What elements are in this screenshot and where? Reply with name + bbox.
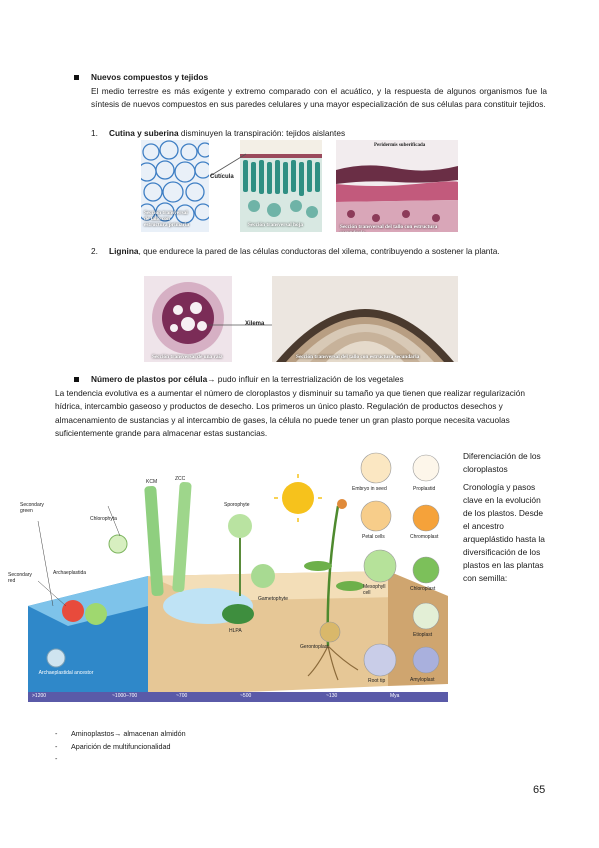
label-petal: Petal cells	[362, 534, 385, 540]
section2-arrow: →	[207, 374, 216, 384]
figure-side-title: Diferenciación de los cloroplastos	[463, 451, 541, 474]
bullet-dash: -	[55, 742, 58, 751]
page-number: 65	[533, 784, 546, 796]
plastid-evolution-figure: Secondary green Secondary red Chlorophyt…	[8, 446, 458, 708]
section2-title: Número de plastos por célula	[91, 374, 208, 384]
item2-number: 2.	[91, 246, 98, 256]
figure-side-text: Cronología y pasos clave en la evolución…	[463, 482, 545, 583]
bullet-multifunctionality: - Aparición de multifuncionalidad	[55, 742, 171, 751]
label-archaeplastida: Archaeplastida	[53, 570, 87, 576]
label-sporophyte: Sporophyte	[224, 502, 250, 508]
caption-periderm: Sección transversal del tallo con estruc…	[340, 224, 438, 232]
section2-bullet	[74, 377, 79, 382]
caption-leaf: Sección transversal hoja	[248, 222, 304, 228]
timeline-130: ~130	[326, 693, 338, 699]
item1-text: disminuyen la transpiración: tejidos ais…	[178, 128, 346, 138]
caption-stem-primary: Sección transversal de tallo con estruct…	[144, 210, 190, 228]
label-peridermis: Peridermis suberificada	[374, 143, 426, 148]
label-zcc: ZCC	[175, 476, 186, 482]
section1-paragraph: El medio terrestre es más exigente y ext…	[91, 86, 547, 110]
timeline-700: ~700	[176, 693, 188, 699]
label-roottip: Root tip	[368, 678, 386, 684]
xilema-pointer	[207, 324, 273, 326]
item1-bold: Cutina y suberina	[109, 128, 179, 138]
item2-text: , que endurece la pared de las células c…	[138, 246, 500, 256]
label-secondary-green: Secondary green	[20, 502, 44, 514]
label-ancestor: Archaeplastidal ancestor	[38, 670, 94, 676]
label-secondary-red: Secondary red	[8, 572, 32, 584]
label-etioplast: Etioplast	[413, 632, 433, 638]
label-cuticula: Cutícula	[210, 174, 234, 180]
item1: 1. Cutina y suberina disminuyen la transp…	[91, 127, 547, 140]
micrograph-root: Sección transversal de una raíz	[144, 276, 232, 362]
section2-paragraph: La tendencia evolutiva es a aumentar el …	[55, 388, 525, 439]
label-gametophyte: Gametophyte	[258, 596, 289, 602]
item2: 2. Lignina, que endurece la pared de las …	[91, 245, 547, 258]
label-embryo: Embryo in seed	[352, 486, 387, 492]
section1-title: Nuevos compuestos y tejidos	[91, 72, 209, 82]
section2-title-line: Número de plastos por célula→ pudo influ…	[91, 373, 404, 386]
label-chlorophyta: Chlorophyta	[90, 516, 117, 522]
label-chromoplast: Chromoplast	[410, 534, 439, 540]
label-kcm: KCM	[146, 479, 158, 485]
bullet-amyloplasts-rest: almacenan almidón	[121, 729, 186, 738]
cuticula-pointer	[209, 153, 247, 177]
label-xilema: Xilema	[245, 321, 265, 327]
bullet-dash: -	[55, 729, 58, 738]
bullet-empty: -	[55, 754, 57, 763]
label-amyloplast: Amyloplast	[410, 677, 435, 683]
bullet-arrow: →	[114, 729, 122, 738]
timeline-1000-700: ~1000–700	[112, 693, 138, 699]
bullet-amyloplasts: - Aminoplastos→ almacenan almidón	[55, 729, 186, 738]
label-mesophyll: Mesophyll cell	[363, 584, 386, 596]
timeline-500: ~500	[240, 693, 252, 699]
section1-bullet	[74, 75, 79, 80]
micrograph-leaf: Sección transversal hoja	[240, 140, 322, 232]
caption-stem-secondary: Sección transversal del tallo con estruc…	[296, 354, 420, 360]
item2-bold: Lignina	[109, 246, 139, 256]
micrograph-stem-primary: Sección transversal de tallo con estruct…	[141, 140, 209, 232]
label-chloroplast: Chloroplast	[410, 586, 436, 592]
label-gerontoplast: Gerontoplast	[300, 644, 329, 650]
label-proplastid: Proplastid	[413, 486, 436, 492]
caption-root: Sección transversal de una raíz	[152, 354, 223, 360]
label-hlpa: HLPA	[229, 628, 242, 634]
micrograph-periderm: Peridermis suberificada Sección transver…	[336, 140, 458, 232]
bullet-multifunctionality-text: Aparición de multifuncionalidad	[71, 742, 171, 751]
micrograph-stem-secondary: Sección transversal del tallo con estruc…	[272, 276, 458, 362]
bullet-dash: -	[55, 754, 58, 763]
timeline-mya: Mya	[390, 693, 400, 699]
bullet-amyloplasts-text: Aminoplastos	[71, 729, 115, 738]
section2-title-rest: pudo influir en la terrestrialización de…	[215, 374, 404, 384]
item1-number: 1.	[91, 128, 98, 138]
timeline-1200: >1200	[32, 693, 47, 699]
